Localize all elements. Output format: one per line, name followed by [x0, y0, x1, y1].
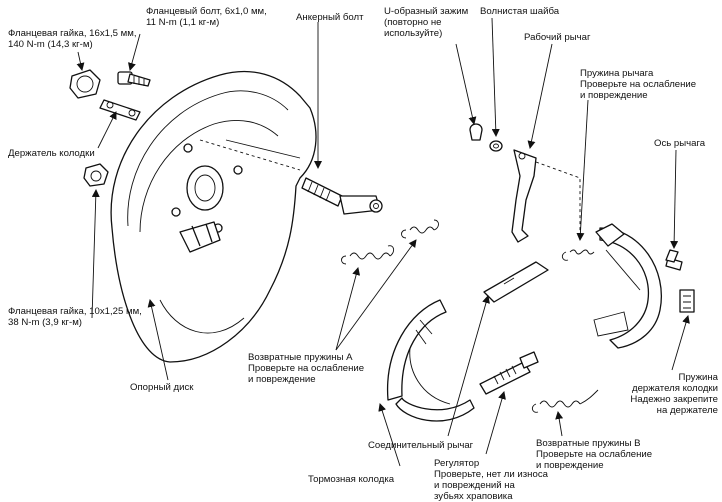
lever-spring-part [561, 249, 595, 261]
anchor-bolt-part [301, 177, 383, 215]
adjuster-part [479, 351, 539, 395]
lever-axle-part [665, 249, 683, 271]
label-return-springs-a: Возвратные пружины А Проверьте на ослабл… [248, 352, 365, 385]
right-brake-shoe-part [593, 223, 662, 349]
label-return-springs-b: Возвратные пружины В Проверьте на ослабл… [536, 438, 653, 471]
label-wave-washer: Волнистая шайба [480, 6, 560, 17]
label-shoe-holder: Держатель колодки [8, 148, 95, 159]
label-lever-spring: Пружина рычага Проверьте на ослабление и… [580, 68, 697, 101]
label-brake-shoe: Тормозная колодка [308, 474, 395, 485]
label-lever-axle: Ось рычага [654, 138, 706, 149]
return-springs-b-part [531, 389, 599, 413]
label-flange-nut-16: Фланцевая гайка, 16x1,5 мм, 140 N-m (14,… [8, 28, 137, 50]
wave-washer-part [489, 140, 503, 152]
connecting-lever-part [483, 261, 549, 303]
work-lever-part [511, 149, 537, 243]
flange-nut-10-part [83, 163, 109, 187]
leader-lines [76, 17, 690, 467]
label-holder-spring: Пружина держателя колодки Надежно закреп… [630, 372, 718, 416]
left-brake-shoe-part [386, 299, 475, 422]
backing-plate [110, 70, 317, 363]
shoe-holder-part [99, 99, 141, 121]
label-work-lever: Рабочий рычаг [524, 32, 591, 43]
label-anchor-bolt: Анкерный болт [296, 12, 364, 23]
flange-bolt-6-part [117, 71, 151, 87]
label-adjuster: Регулятор Проверьте, нет ли износа и пов… [434, 458, 548, 502]
flange-nut-16-part [69, 69, 101, 99]
label-connecting-lever: Соединительный рычаг [368, 440, 474, 451]
return-springs-a-part [341, 219, 439, 265]
label-backing-plate: Опорный диск [130, 382, 194, 393]
label-u-clip: U-образный зажим (повторно не используйт… [384, 6, 469, 39]
holder-spring-part [679, 289, 695, 313]
u-clip-part [469, 123, 483, 141]
label-flange-nut-10: Фланцевая гайка, 10x1,25 мм, 38 N-m (3,9… [8, 306, 142, 328]
label-flange-bolt-6: Фланцевый болт, 6x1,0 мм, 11 N-m (1,1 кг… [146, 6, 267, 28]
